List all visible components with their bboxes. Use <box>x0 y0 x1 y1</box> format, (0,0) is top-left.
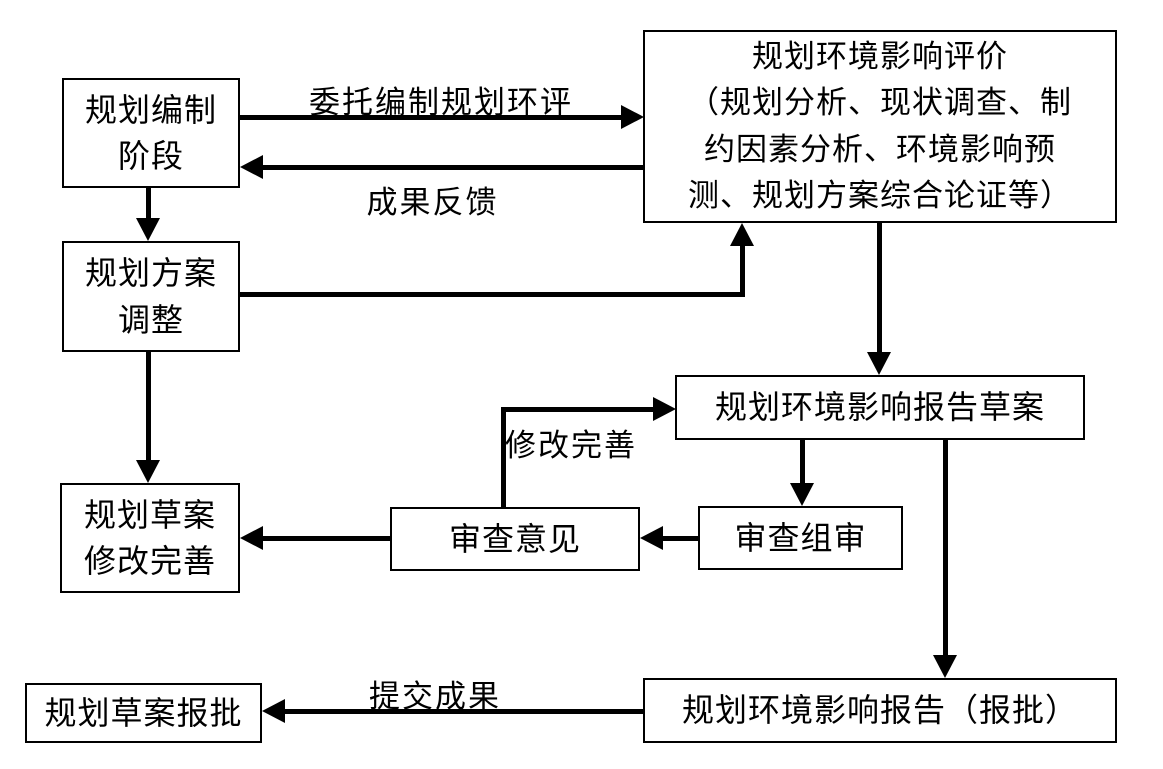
arrow-draft-to-group-head-icon <box>790 483 814 506</box>
edge-label-entrust: 委托编制规划环评 <box>309 85 573 120</box>
arrow-feedback-head-icon <box>240 155 263 179</box>
node-draft-report: 规划环境影响报告草案 <box>675 375 1085 440</box>
arrow-revise-vline <box>501 407 506 507</box>
arrow-group-to-opinion-line <box>660 536 698 541</box>
arrow-submit-head-icon <box>262 699 285 723</box>
node-planning-stage: 规划编制 阶段 <box>62 78 240 188</box>
node-plan-eia: 规划环境影响评价 （规划分析、现状调查、制 约因素分析、环境影响预 测、规划方案… <box>643 30 1117 223</box>
arrow-submit-line <box>282 709 643 714</box>
arrow-revise-head-icon <box>653 397 676 421</box>
node-draft-revise: 规划草案 修改完善 <box>60 483 240 593</box>
node-final-report: 规划环境影响报告（报批） <box>643 678 1117 743</box>
arrow-opinion-to-revise-head-icon <box>240 526 263 550</box>
arrow-group-to-opinion-head-icon <box>640 526 663 550</box>
node-review-group: 审查组审 <box>698 506 903 570</box>
arrow-stage-to-adjust-line <box>146 188 151 222</box>
node-draft-approval: 规划草案报批 <box>25 683 262 743</box>
arrow-feedback-line <box>262 165 643 170</box>
arrow-adjust-to-eia-vline <box>740 245 745 297</box>
arrow-eia-to-draft-line <box>877 223 882 355</box>
arrow-draft-to-group-line <box>800 440 805 486</box>
arrow-draft-to-final-head-icon <box>933 655 957 678</box>
node-review-opinion: 审查意见 <box>390 507 640 571</box>
arrow-revise-hline <box>501 407 655 412</box>
node-plan-adjust: 规划方案 调整 <box>62 241 240 352</box>
edge-label-feedback: 成果反馈 <box>366 185 499 220</box>
arrow-adjust-to-revise-head-icon <box>136 460 160 483</box>
arrow-entrust-line <box>240 115 625 120</box>
edge-label-revise: 修改完善 <box>505 428 637 463</box>
edge-label-submit: 提交成果 <box>369 679 501 714</box>
arrow-adjust-to-eia-hline <box>240 292 745 297</box>
arrow-draft-to-final-line <box>943 440 948 658</box>
arrow-opinion-to-revise-line <box>260 536 390 541</box>
arrow-eia-to-draft-head-icon <box>867 352 891 375</box>
arrow-adjust-to-eia-head-icon <box>730 223 754 246</box>
arrow-stage-to-adjust-head-icon <box>136 218 160 241</box>
arrow-entrust-head-icon <box>621 105 644 129</box>
arrow-adjust-to-revise-line <box>146 352 151 463</box>
